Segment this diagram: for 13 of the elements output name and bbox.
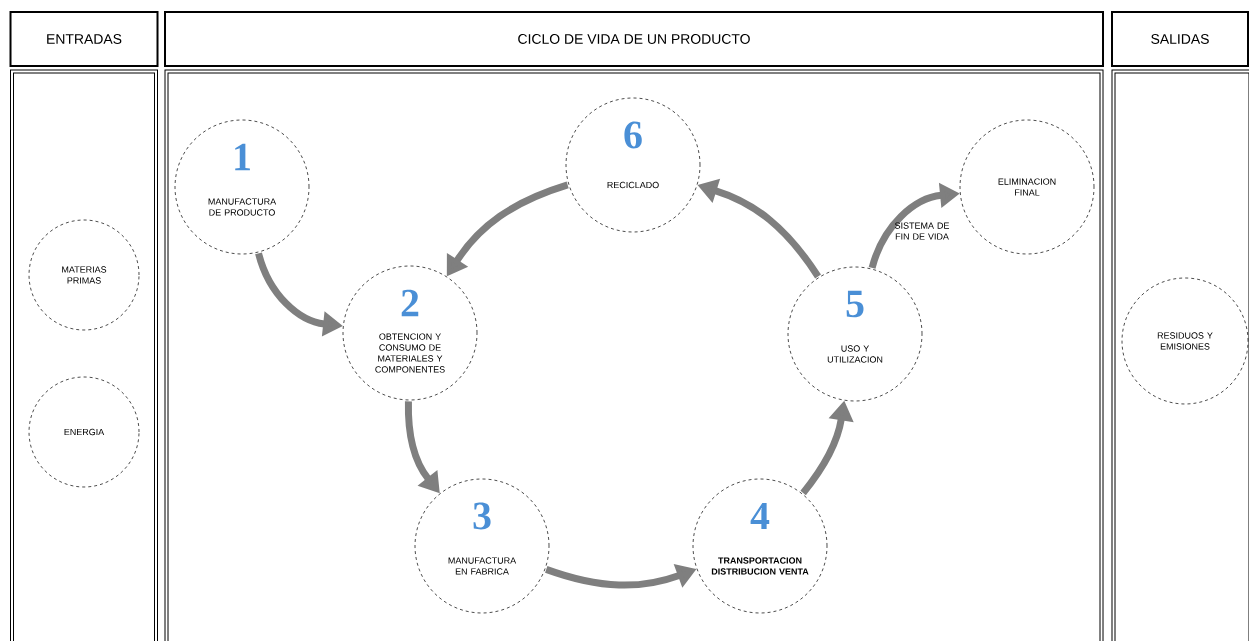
panel-box <box>164 69 1104 641</box>
panel-box <box>10 69 158 641</box>
header-box: CICLO DE VIDA DE UN PRODUCTO <box>164 11 1104 67</box>
step-number: 5 <box>846 290 864 318</box>
header-box: SALIDAS <box>1111 11 1249 67</box>
header-box: ENTRADAS <box>9 11 159 67</box>
step-number: 3 <box>473 502 491 530</box>
annotation-text: SISTEMA DE FIN DE VIDA <box>895 222 949 240</box>
step-number: 1 <box>235 143 250 171</box>
step-number: 2 <box>401 289 419 317</box>
step-number: 6 <box>624 121 642 149</box>
panel-box <box>1111 69 1249 641</box>
step-number: 4 <box>750 502 770 530</box>
